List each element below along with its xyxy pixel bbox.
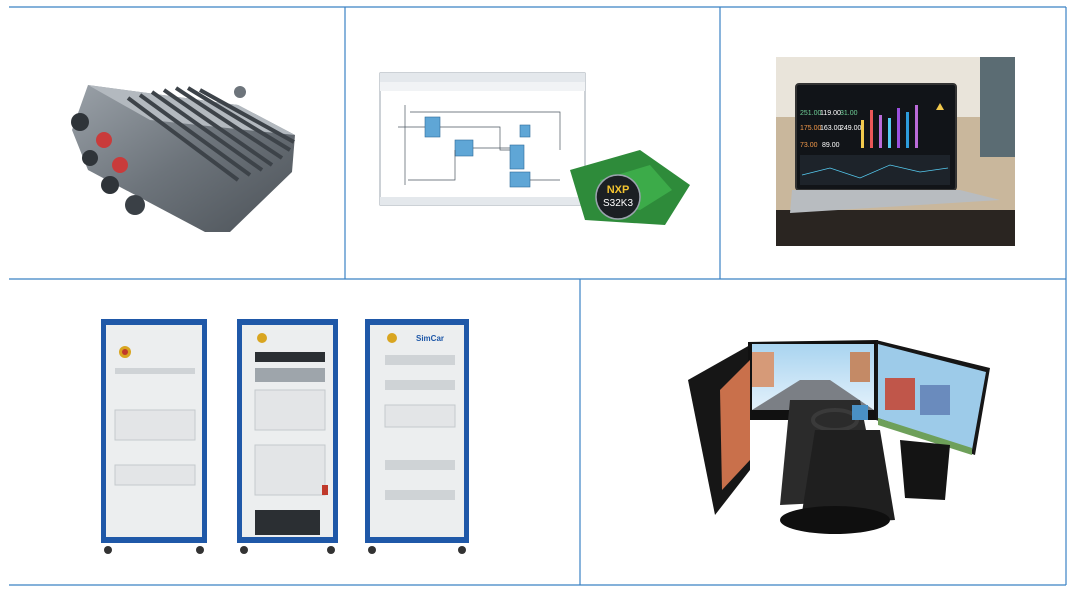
readout-5: 163.00	[820, 125, 842, 132]
readout-3: 31.00	[840, 110, 858, 117]
readout-7: 73.00	[800, 142, 818, 149]
readout-2: 119.00	[820, 110, 841, 117]
simulink-screen-icon	[379, 72, 586, 206]
laptop-icon: 251.00 119.00 31.00 175.00 163.00 249.00…	[776, 57, 1015, 246]
driving-simulator-icon	[688, 340, 990, 534]
nxp-board-icon: NXP S32K3	[570, 150, 690, 225]
grid-borders	[8, 6, 1067, 586]
readout-4: 175.00	[800, 125, 822, 132]
readout-8: 89.00	[822, 142, 840, 149]
chip-brand-label: NXP	[607, 184, 630, 196]
readout-6: 249.00	[840, 125, 862, 132]
rack-brand-label: SimCar	[416, 334, 444, 343]
chip-model-label: S32K3	[603, 198, 633, 209]
dashboard-bars	[861, 105, 918, 148]
rack-cabinet-icon: SimCar	[101, 319, 469, 554]
readout-1: 251.00	[800, 110, 822, 117]
ecu-box-icon	[71, 85, 295, 232]
